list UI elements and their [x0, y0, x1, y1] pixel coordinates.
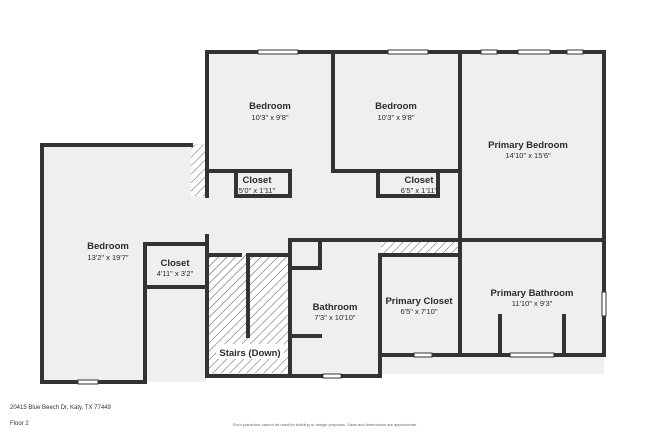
windows — [77, 49, 607, 385]
room-name: Stairs (Down) — [219, 348, 280, 359]
walls — [40, 50, 606, 384]
room-stairs: Stairs (Down) — [216, 344, 284, 359]
room-dimensions: 4'11" x 3'2" — [157, 269, 194, 278]
room-primary-bedroom: Primary Bedroom 14'10" x 15'6" — [488, 140, 568, 160]
property-address: 20415 Blue Beech Dr, Katy, TX 77449 — [10, 405, 111, 411]
disclaimer-text: Floor plans/tour cannot be used for buil… — [232, 422, 418, 427]
room-closet-top-2: Closet 6'5" x 1'11" — [401, 175, 438, 195]
hatched-void-top — [191, 145, 208, 196]
floor-label: Floor 2 — [10, 421, 29, 427]
room-bathroom: Bathroom 7'3" x 10'10" — [313, 302, 358, 322]
room-dimensions: 10'3" x 9'8" — [378, 113, 415, 122]
room-bedroom-top-2: Bedroom 10'3" x 9'8" — [375, 101, 417, 122]
room-dimensions: 10'3" x 9'8" — [252, 113, 289, 122]
room-bedroom-top-1: Bedroom 10'3" x 9'8" — [249, 101, 291, 122]
room-name: Primary Closet — [385, 296, 453, 307]
floor-area — [42, 52, 604, 382]
room-primary-closet: Primary Closet 6'5" x 7'10" — [385, 296, 453, 316]
room-name: Bathroom — [313, 302, 358, 313]
room-name: Bedroom — [87, 241, 129, 252]
room-dimensions: 5'0" x 1'11" — [239, 186, 276, 195]
room-name: Primary Bedroom — [488, 140, 568, 151]
room-closet-top-1: Closet 5'0" x 1'11" — [239, 175, 276, 195]
room-bedroom-left: Bedroom 13'2" x 19'7" — [87, 241, 129, 262]
room-dimensions: 11'10" x 9'3" — [512, 299, 553, 308]
room-dimensions: 14'10" x 15'6" — [505, 151, 551, 160]
room-name: Bedroom — [249, 101, 291, 112]
room-dimensions: 6'5" x 1'11" — [401, 186, 438, 195]
room-name: Closet — [160, 258, 190, 269]
room-name: Closet — [242, 175, 272, 186]
room-dimensions: 7'3" x 10'10" — [314, 313, 355, 322]
room-primary-bathroom: Primary Bathroom 11'10" x 9'3" — [491, 288, 574, 308]
room-name: Primary Bathroom — [491, 288, 574, 299]
room-closet-left: Closet 4'11" x 3'2" — [157, 258, 194, 278]
room-dimensions: 6'5" x 7'10" — [401, 307, 438, 316]
room-dimensions: 13'2" x 19'7" — [87, 253, 128, 262]
hatched-void-closet — [381, 241, 458, 255]
room-name: Bedroom — [375, 101, 417, 112]
room-name: Closet — [404, 175, 434, 186]
